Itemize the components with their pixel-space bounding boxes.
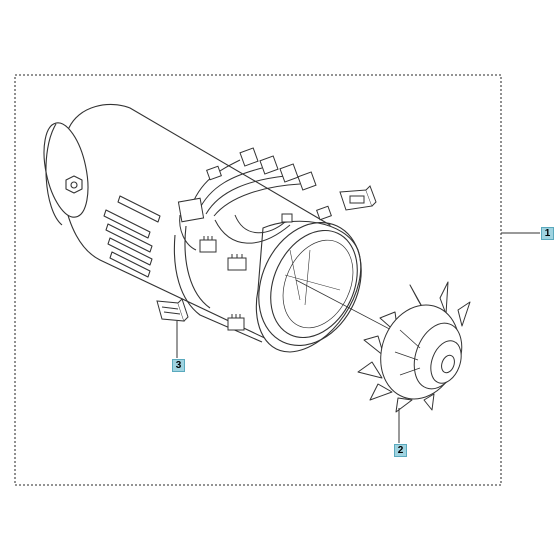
part-3-connector [156,298,189,322]
top-connectors [177,147,332,223]
callout-part-2[interactable]: 2 [394,444,407,457]
terminal-blocks [199,236,247,331]
loose-connector [339,185,377,211]
part-2-fan [357,281,471,413]
callout-part-1[interactable]: 1 [541,227,554,240]
cooling-slots [103,195,161,278]
callout-part-3[interactable]: 3 [172,359,185,372]
hex-nut [65,175,83,194]
motor-housing [43,104,362,353]
